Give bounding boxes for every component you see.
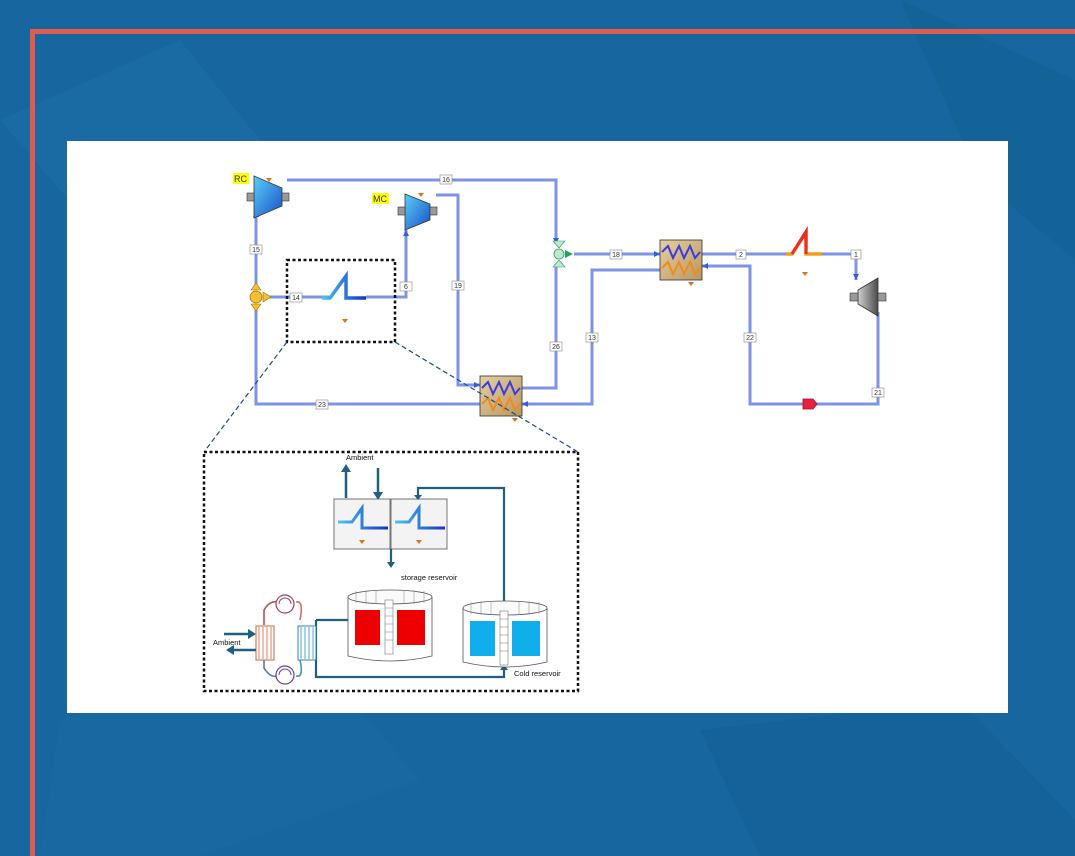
mc-label-highlight xyxy=(372,193,389,204)
stream-tag-22: 22 xyxy=(743,332,757,343)
turbine-icon xyxy=(857,277,879,317)
cooler-icon xyxy=(322,270,366,300)
pipe-26 xyxy=(522,264,558,390)
inset-ambient-arrows xyxy=(341,464,383,500)
cooler-selection-box xyxy=(285,258,397,344)
stream-tag-16: 16 xyxy=(439,174,453,185)
arrow-icon xyxy=(853,274,859,280)
svg-text:16: 16 xyxy=(442,177,450,184)
inset-ambient-left-label: Ambient xyxy=(213,638,241,647)
arrow-icon xyxy=(474,382,480,388)
turbine[interactable] xyxy=(849,277,887,317)
svg-text:23: 23 xyxy=(318,402,326,409)
svg-text:2: 2 xyxy=(739,252,743,259)
arrow-icon xyxy=(403,230,409,236)
svg-text:19: 19 xyxy=(454,283,462,290)
recuperator[interactable] xyxy=(479,375,523,422)
frame-left-border xyxy=(30,29,35,856)
stream-tag-15: 15 xyxy=(249,244,263,255)
stream-tag-23: 23 xyxy=(315,399,329,410)
arrow-icon xyxy=(702,263,708,269)
svg-text:15: 15 xyxy=(252,247,260,254)
stream-tag-14: 14 xyxy=(289,292,303,303)
svg-text:6: 6 xyxy=(404,284,408,291)
main-heat-exchanger[interactable] xyxy=(659,239,703,286)
svg-text:26: 26 xyxy=(552,344,560,351)
pipe-23 xyxy=(254,310,480,406)
mc-compressor[interactable]: MC xyxy=(372,193,438,231)
pipes xyxy=(254,178,880,406)
inset-heat-pump xyxy=(224,594,317,685)
rc-label: RC xyxy=(234,174,247,184)
mixer-icon xyxy=(553,248,565,260)
compressor-icon xyxy=(404,193,431,231)
cooler-icon xyxy=(338,503,388,530)
stream-tag-13: 13 xyxy=(585,332,599,343)
heater-flame xyxy=(790,226,808,255)
svg-text:22: 22 xyxy=(746,335,754,342)
inset-dry-cooler-right xyxy=(390,498,448,550)
inset-cold-tank xyxy=(462,600,548,668)
rc-compressor[interactable]: RC xyxy=(233,173,290,219)
inset-hot-tank xyxy=(347,589,433,662)
arrow-icon xyxy=(654,251,660,257)
valve[interactable] xyxy=(802,398,818,410)
mc-label: MC xyxy=(373,194,387,204)
rc-label-highlight xyxy=(233,173,249,184)
diagram-panel: 16 15 14 6 19 18 2 1 13 26 22 21 23 RC M… xyxy=(67,141,1008,713)
pipe-16 xyxy=(287,178,558,244)
splitter-icon xyxy=(249,290,263,304)
arrow-icon xyxy=(522,401,528,407)
svg-text:1: 1 xyxy=(854,252,858,259)
flow-arrows xyxy=(253,211,859,407)
svg-text:13: 13 xyxy=(588,335,596,342)
inset-cold-label: Cold reservoir xyxy=(514,669,561,678)
heater[interactable] xyxy=(786,225,822,276)
pipe-21 xyxy=(815,312,880,406)
stream-tag-26: 26 xyxy=(549,341,563,352)
stream-tag-19: 19 xyxy=(451,280,465,291)
stream-tag-1: 1 xyxy=(850,249,862,260)
compressor-icon xyxy=(253,175,283,219)
splitter[interactable] xyxy=(249,282,272,312)
inset-dry-cooler-left xyxy=(333,498,391,550)
stream-tag-18: 18 xyxy=(609,249,623,260)
mixer[interactable] xyxy=(552,240,573,268)
svg-text:14: 14 xyxy=(292,295,300,302)
pipe-6 xyxy=(366,230,408,299)
cooler[interactable] xyxy=(322,270,366,323)
cooler-icon xyxy=(395,503,445,530)
stream-tags: 16 15 14 6 19 18 2 1 13 26 22 21 23 xyxy=(249,174,885,410)
stream-tag-21: 21 xyxy=(871,387,885,398)
process-diagram: 16 15 14 6 19 18 2 1 13 26 22 21 23 RC M… xyxy=(202,173,887,693)
inset-ambient-top-label: Ambient xyxy=(346,453,374,462)
frame-top-border xyxy=(30,29,1075,34)
valve-icon xyxy=(802,398,818,410)
svg-text:21: 21 xyxy=(874,390,882,397)
stream-tag-2: 2 xyxy=(735,249,747,260)
inset-storage-label: storage reservoir xyxy=(401,573,458,582)
svg-text:18: 18 xyxy=(612,252,620,259)
stream-tag-6: 6 xyxy=(399,281,413,292)
zoom-lines xyxy=(203,341,579,453)
